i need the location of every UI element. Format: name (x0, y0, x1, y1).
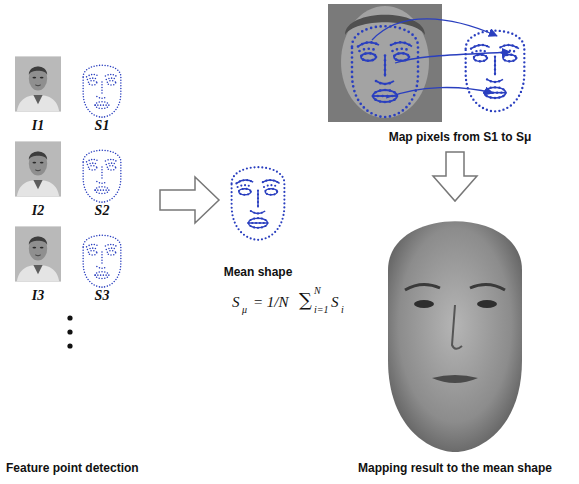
nose (452, 305, 462, 349)
image-label: I3 (32, 288, 44, 303)
shape-label: S3 (95, 288, 110, 303)
formula-subscript: i=1 (314, 304, 329, 315)
mapping-arrow (395, 52, 510, 63)
mean-shape (232, 167, 285, 240)
formula-superscript: N (314, 285, 321, 296)
hollow-arrow (160, 177, 219, 223)
landmark-shape (83, 235, 121, 287)
landmark-shape (83, 150, 121, 202)
shape-label: S2 (95, 203, 110, 218)
formula-sum: ∑ (299, 290, 312, 310)
step-caption: Map pixels from S1 to Sμ (389, 131, 532, 144)
mouth (432, 375, 478, 383)
ellipsis-dot (67, 329, 72, 334)
mapping-arrow (386, 88, 493, 98)
formula-symbol: S (232, 294, 240, 311)
face-photo (15, 141, 61, 196)
formula-subscript: μ (242, 304, 247, 315)
formula-subscript: i (341, 304, 344, 315)
mean-shape (466, 31, 525, 112)
landmark-shape (83, 65, 121, 117)
image-label: I1 (32, 118, 44, 133)
mapping-illustration (328, 4, 524, 122)
face-photo (328, 4, 442, 122)
input-faces (15, 56, 121, 348)
eyebrow (405, 284, 440, 290)
mapping-arrow (372, 19, 497, 40)
formula-term: = 1/N (253, 294, 289, 311)
warped-face (388, 221, 522, 452)
eyebrow (470, 284, 505, 290)
eye (414, 300, 434, 308)
step-caption: Mapping result to the mean shape (358, 462, 552, 475)
shape-label: S1 (95, 118, 110, 133)
step-caption: Feature point detection (6, 462, 139, 475)
ellipsis-dot (67, 315, 72, 320)
formula-symbol: S (331, 294, 339, 311)
face-photo (15, 226, 61, 281)
hollow-arrow (433, 152, 477, 201)
landmark-shape (352, 26, 418, 117)
eye (477, 300, 497, 308)
ellipsis-dot (67, 343, 72, 348)
face-mask (388, 221, 522, 452)
face-skin (341, 6, 429, 118)
hair (345, 15, 425, 35)
image-label: I2 (32, 203, 44, 218)
face-photo (15, 56, 61, 111)
mean-shape-label: Mean shape (224, 266, 293, 279)
